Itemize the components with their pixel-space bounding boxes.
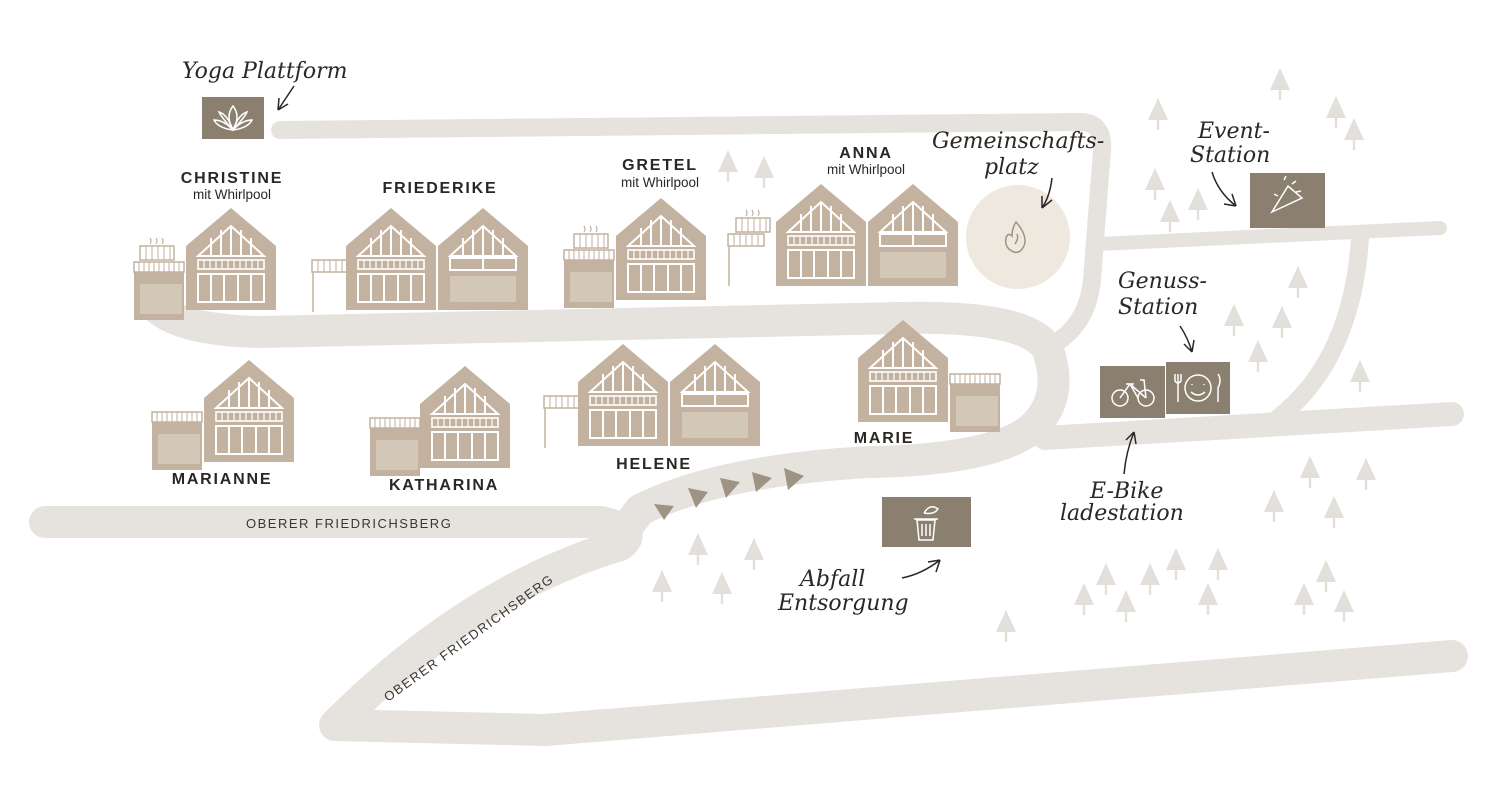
road-label-horizontal: OBERER FRIEDRICHSBERG: [246, 516, 452, 531]
poi-event-label-1: Event-: [1197, 119, 1270, 144]
pointer-arrow-abfall: [901, 559, 941, 579]
pointer-arrow-gemeinschaft: [1041, 177, 1053, 209]
pointer-arrow-ebike: [1123, 431, 1137, 475]
pointer-arrow-event: [1211, 171, 1237, 207]
poi-genuss-station[interactable]: Genuss- Station: [1118, 269, 1230, 414]
house-gretel[interactable]: GRETEL mit Whirlpool: [563, 157, 707, 309]
house-anna[interactable]: ANNA mit Whirlpool: [727, 145, 959, 287]
house-marie-name: MARIE: [854, 430, 915, 447]
poi-gemeinschaft-label-2: platz: [984, 155, 1039, 180]
poi-abfall-label-2: Entsorgung: [777, 591, 909, 616]
house-helene-name: HELENE: [616, 456, 692, 473]
house-marianne[interactable]: MARIANNE: [151, 359, 295, 488]
house-anna-sub: mit Whirlpool: [827, 162, 905, 177]
road-label-diagonal: OBERER FRIEDRICHSBERG: [381, 571, 557, 704]
poi-event-station[interactable]: Event- Station: [1190, 119, 1325, 228]
plate-cutlery-icon: [1174, 373, 1221, 402]
house-katharina-name: KATHARINA: [389, 477, 499, 494]
road-loop: [134, 284, 1070, 546]
poi-ebike-label-2: ladestation: [1060, 501, 1184, 526]
poi-genuss-label-1: Genuss-: [1118, 269, 1207, 294]
poi-abfall-label-1: Abfall: [798, 567, 865, 592]
road-branch: [1091, 221, 1447, 251]
poi-yoga-plattform[interactable]: Yoga Plattform: [182, 59, 347, 139]
direction-arrows: [654, 468, 804, 520]
poi-gemeinschaft-label-1: Gemeinschafts-: [932, 129, 1104, 154]
pointer-arrow-yoga: [277, 85, 295, 111]
house-anna-name: ANNA: [839, 145, 892, 162]
poi-ebike-ladestation[interactable]: E-Bike ladestation: [1060, 366, 1184, 526]
road-top: [271, 113, 1112, 349]
house-marianne-name: MARIANNE: [172, 471, 273, 488]
house-christine[interactable]: CHRISTINE mit Whirlpool: [133, 170, 283, 321]
house-katharina[interactable]: KATHARINA: [369, 365, 511, 494]
house-friederike-name: FRIEDERIKE: [383, 180, 498, 197]
poi-event-label-2: Station: [1190, 143, 1270, 168]
roads: [29, 113, 1468, 746]
house-marie[interactable]: MARIE: [854, 319, 1001, 447]
house-friederike[interactable]: FRIEDERIKE: [311, 180, 529, 313]
fire-icon: [1004, 220, 1026, 254]
road-diagonal: [319, 529, 1468, 746]
party-popper-icon: [1270, 175, 1304, 214]
road-east: [1033, 402, 1464, 450]
bicycle-icon: [1111, 379, 1155, 407]
house-helene[interactable]: HELENE: [543, 343, 761, 473]
road-east-curve: [1269, 229, 1369, 427]
poi-ebike-label-1: E-Bike: [1089, 479, 1163, 504]
poi-gemeinschaftsplatz[interactable]: Gemeinschafts- platz: [932, 129, 1104, 289]
house-gretel-sub: mit Whirlpool: [621, 175, 699, 190]
house-gretel-name: GRETEL: [622, 157, 698, 174]
trash-bin-icon: [914, 506, 940, 541]
pointer-arrow-genuss: [1179, 325, 1195, 353]
lotus-icon: [212, 104, 254, 132]
house-christine-name: CHRISTINE: [181, 170, 283, 187]
poi-abfall-entsorgung[interactable]: Abfall Entsorgung: [777, 497, 971, 616]
poi-genuss-label-2: Station: [1118, 295, 1198, 320]
house-christine-sub: mit Whirlpool: [193, 187, 271, 202]
poi-yoga-label: Yoga Plattform: [182, 59, 347, 84]
